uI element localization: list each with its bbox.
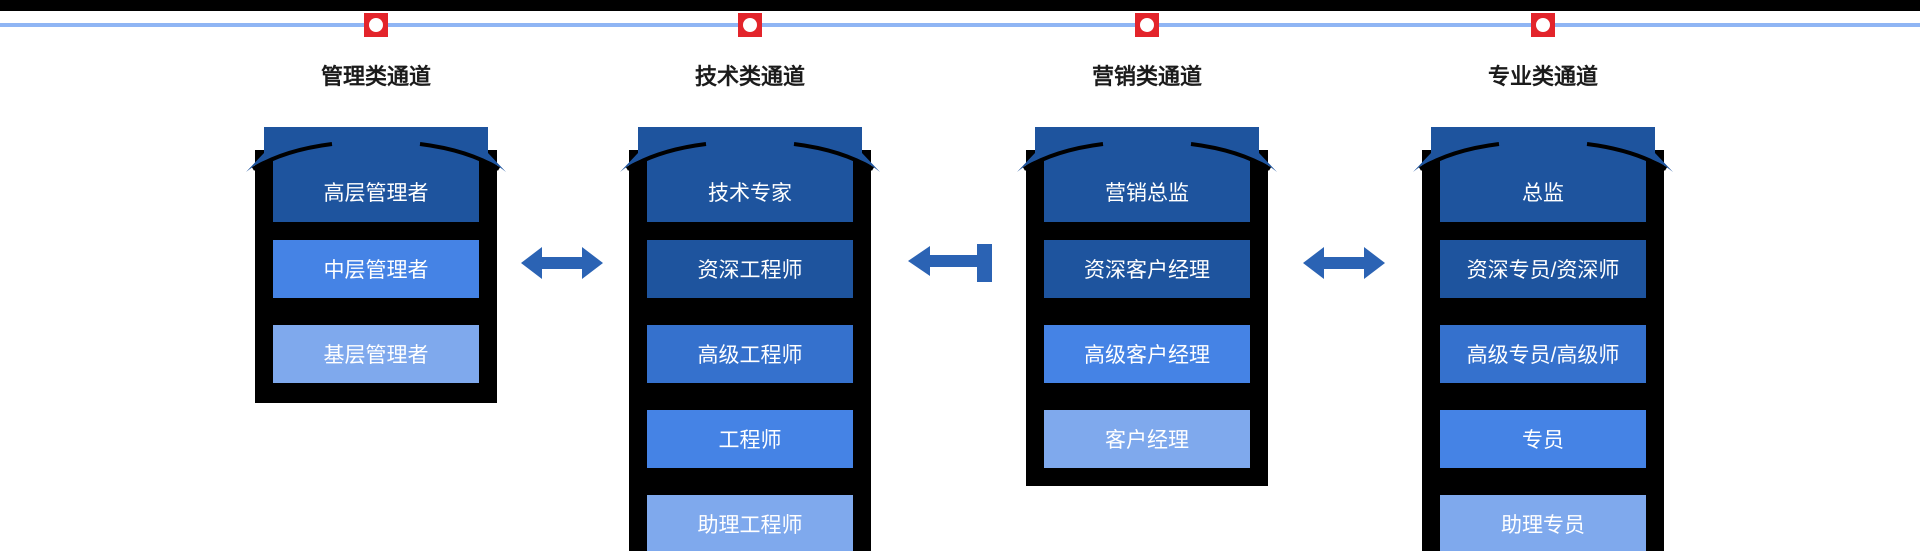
channel-title: 营销类通道	[1091, 64, 1202, 89]
level-box: 资深客户经理	[1044, 240, 1250, 298]
level-label: 营销总监	[1105, 182, 1189, 205]
level-box: 助理工程师	[647, 495, 853, 551]
channel-technical: 技术类通道 技术专家 资深工程师 高级工程师 工程师 助理工程师	[620, 0, 880, 551]
milestone-dot-icon	[1536, 18, 1550, 32]
top-black-bar	[0, 0, 1920, 11]
level-label: 助理专员	[1501, 514, 1585, 537]
milestone-marker	[738, 13, 762, 37]
level-label: 基层管理者	[323, 344, 429, 367]
milestone-marker	[1135, 13, 1159, 37]
level-box: 专员	[1440, 410, 1646, 468]
level-box: 助理专员	[1440, 495, 1646, 551]
channel-title: 技术类通道	[694, 64, 805, 89]
level-box: 高级客户经理	[1044, 325, 1250, 383]
level-label: 高级客户经理	[1084, 344, 1210, 367]
level-label: 资深客户经理	[1084, 259, 1210, 282]
level-label: 中层管理者	[323, 259, 429, 282]
level-label: 工程师	[718, 429, 782, 452]
level-label: 客户经理	[1105, 429, 1189, 452]
level-box: 基层管理者	[273, 325, 479, 383]
level-box: 客户经理	[1044, 410, 1250, 468]
level-label: 高层管理者	[323, 182, 429, 205]
milestone-marker	[364, 13, 388, 37]
level-box: 高级工程师	[647, 325, 853, 383]
level-label: 总监	[1522, 182, 1564, 205]
level-label: 高级专员/高级师	[1466, 344, 1620, 367]
channel-management: 管理类通道 高层管理者 中层管理者 基层管理者	[246, 0, 506, 551]
level-box: 工程师	[647, 410, 853, 468]
level-label: 高级工程师	[697, 344, 803, 367]
channel-professional: 专业类通道 总监 资深专员/资深师 高级专员/高级师 专员 助理专员	[1413, 0, 1673, 551]
level-box: 中层管理者	[273, 240, 479, 298]
level-label: 技术专家	[708, 182, 792, 205]
channel-marketing: 营销类通道 营销总监 资深客户经理 高级客户经理 客户经理	[1017, 0, 1277, 551]
level-label: 助理工程师	[697, 514, 803, 537]
level-box: 高层管理者	[273, 162, 479, 222]
milestone-dot-icon	[1140, 18, 1154, 32]
channel-title: 专业类通道	[1487, 64, 1598, 89]
level-box: 资深专员/资深师	[1440, 240, 1646, 298]
level-label: 专员	[1522, 429, 1564, 452]
channel-title: 管理类通道	[320, 64, 431, 89]
double-arrow-icon	[1303, 247, 1385, 279]
level-box: 高级专员/高级师	[1440, 325, 1646, 383]
level-box: 总监	[1440, 162, 1646, 222]
level-box: 营销总监	[1044, 162, 1250, 222]
level-label: 资深工程师	[697, 259, 803, 282]
left-arrow-bar-icon	[908, 244, 992, 282]
level-box: 技术专家	[647, 162, 853, 222]
double-arrow-icon	[521, 247, 603, 279]
milestone-dot-icon	[369, 18, 383, 32]
level-box: 资深工程师	[647, 240, 853, 298]
milestone-dot-icon	[743, 18, 757, 32]
milestone-marker	[1531, 13, 1555, 37]
level-label: 资深专员/资深师	[1466, 259, 1620, 282]
timeline-line	[0, 23, 1920, 27]
